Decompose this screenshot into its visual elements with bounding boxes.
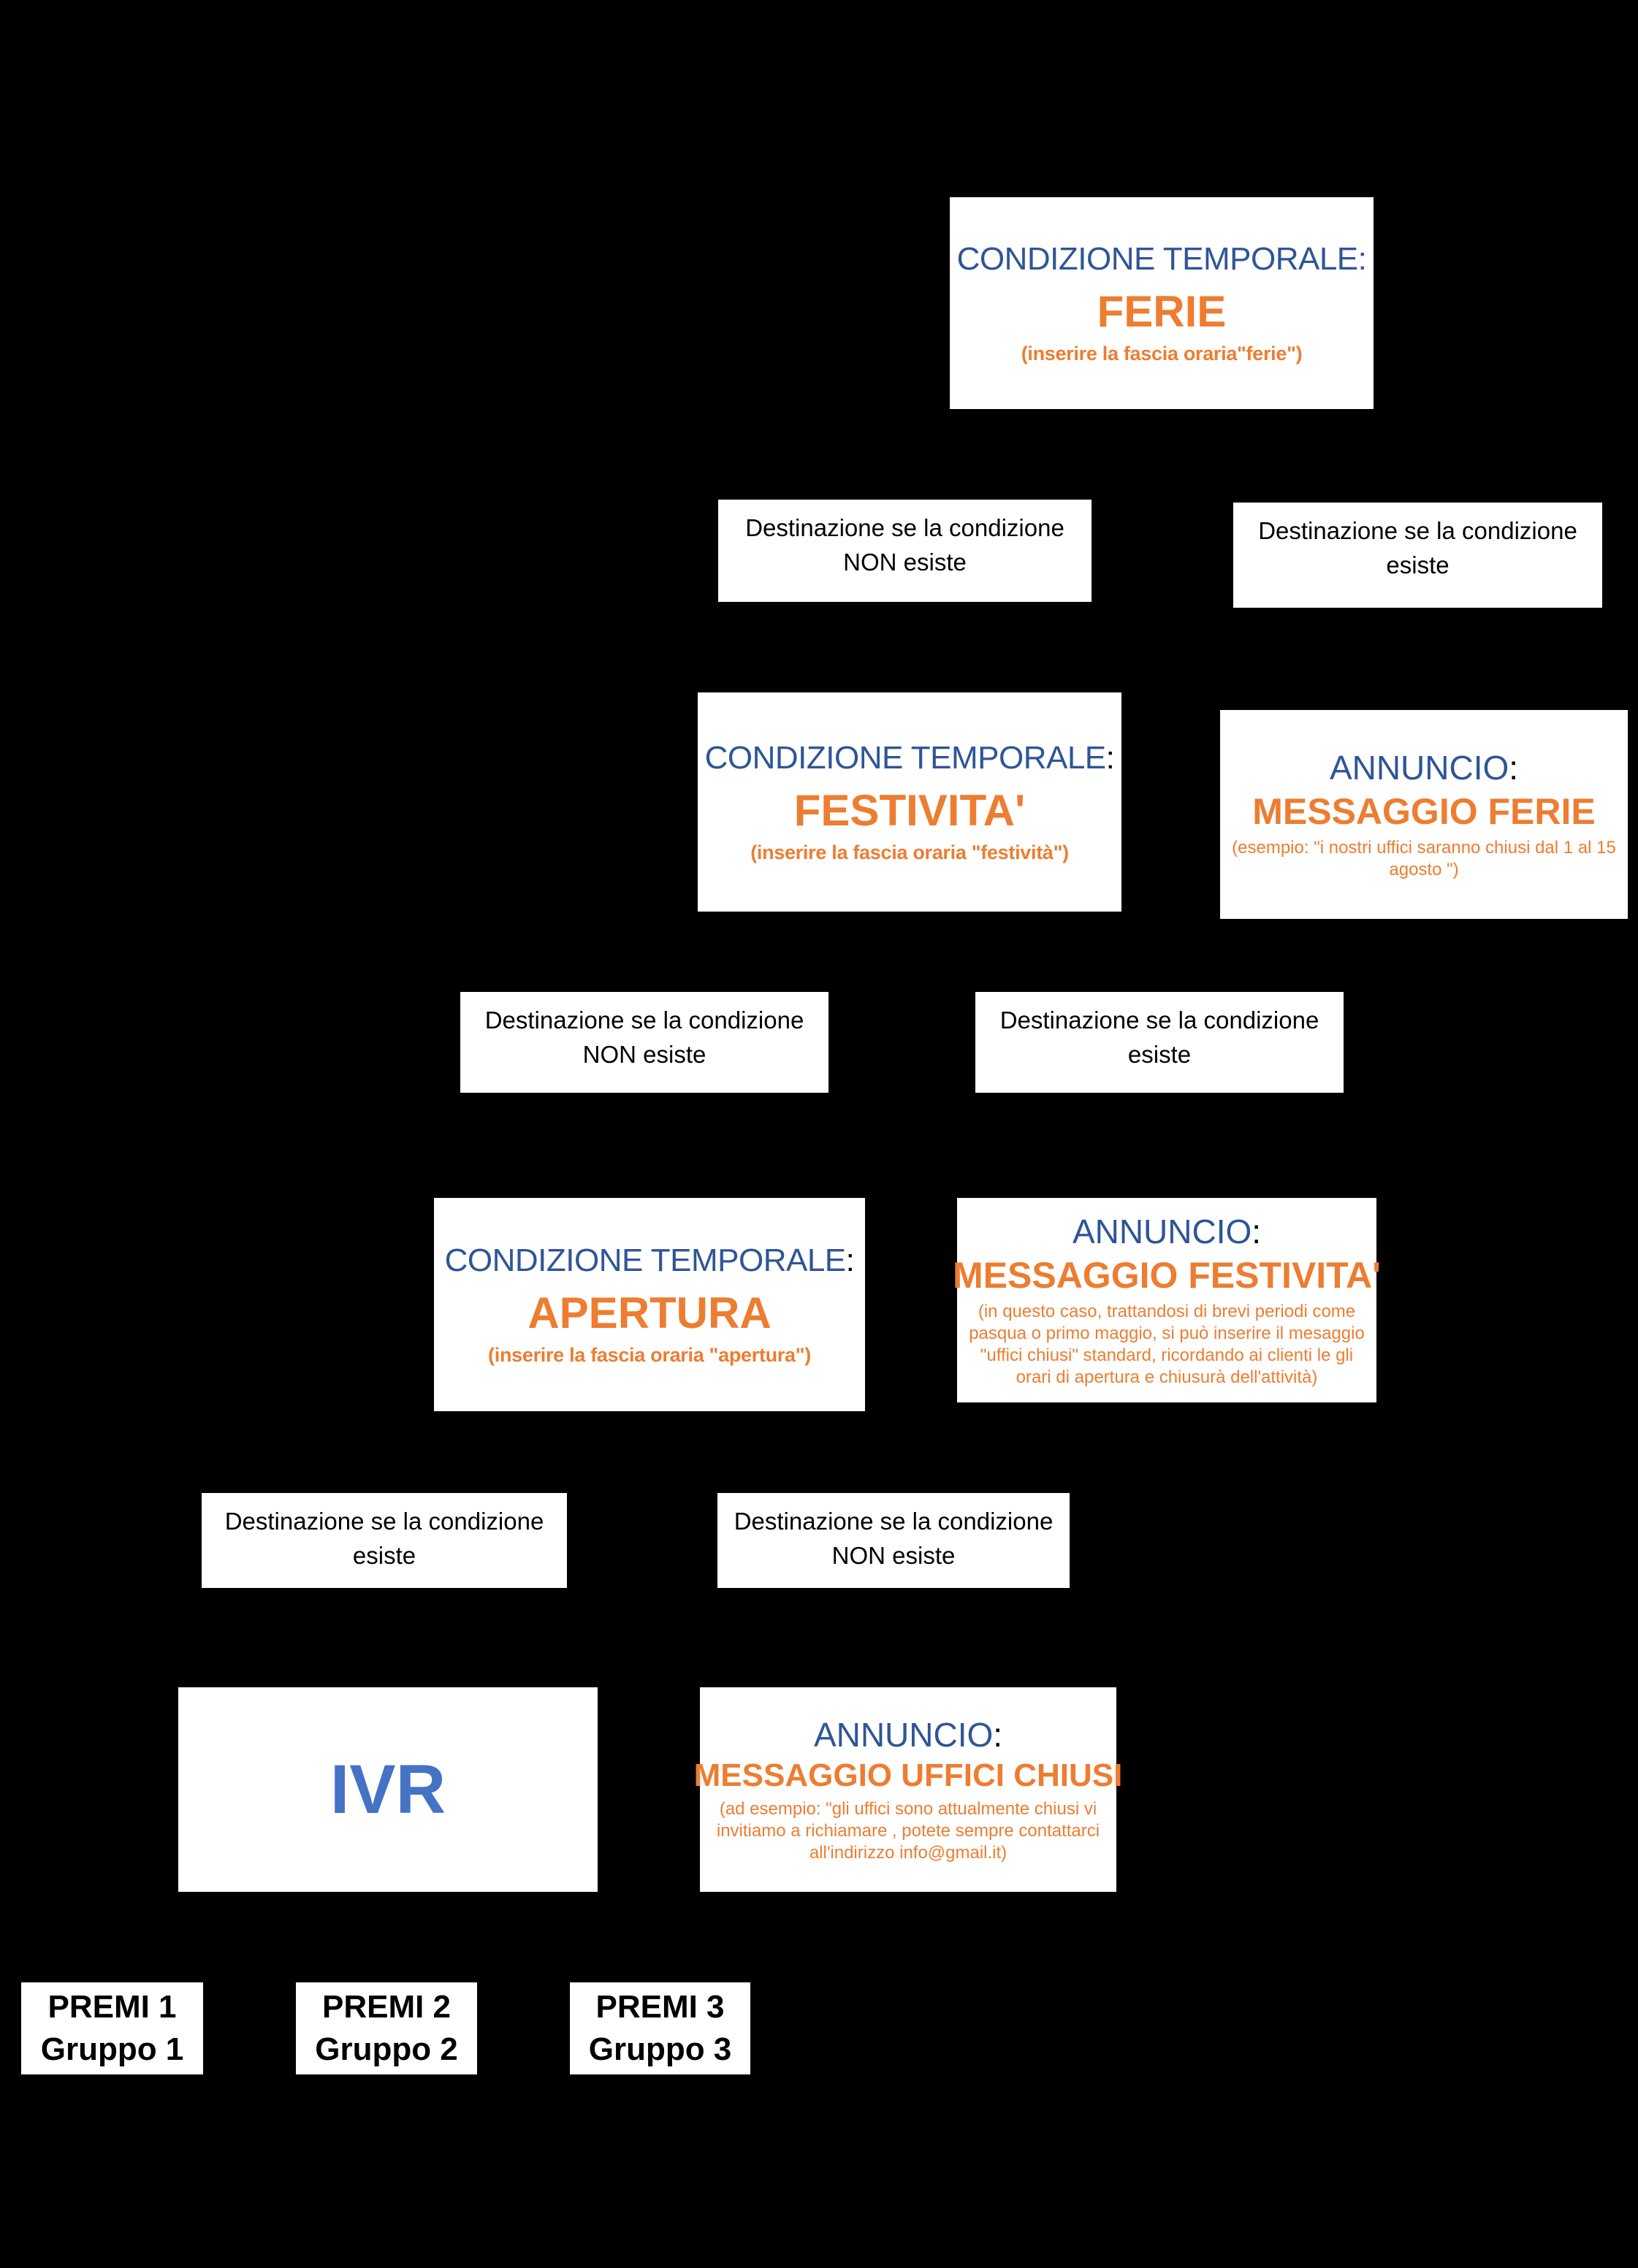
destination-festivita-not-exists-box: Destinazione se la condizione NON esiste: [460, 992, 828, 1093]
announcement-uffici-chiusi-box: ANNUNCIO: MESSAGGIO UFFICI CHIUSI (ad es…: [694, 1687, 1122, 1892]
destination-apertura-not-exists-box: Destinazione se la condizione NON esiste: [717, 1493, 1070, 1588]
destination-apertura-exists-box: Destinazione se la condizione esiste: [202, 1493, 567, 1588]
premi-label: PREMI 1: [47, 1988, 177, 2025]
announcement-label: ANNUNCIO:: [814, 1715, 1002, 1755]
destination-festivita-exists-box: Destinazione se la condizione esiste: [975, 992, 1344, 1093]
destination-text-line1: Destinazione se la condizione: [999, 1007, 1319, 1034]
announcement-label-text: ANNUNCIO: [1072, 1213, 1252, 1251]
destination-text-line1: Destinazione se la condizione: [484, 1007, 804, 1034]
premi-group-3-box: PREMI 3 Gruppo 3: [570, 1982, 750, 2074]
condition-label: CONDIZIONE TEMPORALE:: [957, 241, 1367, 278]
condition-label-text: CONDIZIONE TEMPORALE: [704, 740, 1107, 776]
premi-label: PREMI 2: [321, 1988, 452, 2025]
premi-group-label: Gruppo 2: [315, 2031, 458, 2067]
announcement-title: MESSAGGIO FERIE: [1252, 791, 1596, 832]
announcement-label-colon: :: [993, 1716, 1003, 1754]
announcement-label-colon: :: [1252, 1213, 1262, 1251]
condition-label-colon: :: [1105, 740, 1115, 776]
announcement-note: (in questo caso, trattandosi di brevi pe…: [969, 1302, 1365, 1387]
condition-note: (inserire la fascia oraria "apertura"): [488, 1344, 811, 1366]
destination-text-line1: Destinazione se la condizione: [224, 1508, 544, 1535]
condition-festivita-box: CONDIZIONE TEMPORALE: FESTIVITA' (inseri…: [698, 692, 1121, 912]
premi-group-label: Gruppo 3: [588, 2031, 732, 2067]
premi-label: PREMI 3: [595, 1988, 725, 2025]
premi-group-1-box: PREMI 1 Gruppo 1: [21, 1982, 203, 2074]
announcement-note: (ad esempio: "gli uffici sono attualment…: [716, 1799, 1100, 1863]
condition-apertura-box: CONDIZIONE TEMPORALE: APERTURA (inserire…: [434, 1198, 865, 1411]
condition-label-colon: :: [845, 1242, 855, 1278]
destination-text-line1: Destinazione se la condizione: [734, 1508, 1054, 1535]
announcement-ferie-box: ANNUNCIO: MESSAGGIO FERIE (esempio: "i n…: [1220, 710, 1628, 919]
premi-group-2-box: PREMI 2 Gruppo 2: [296, 1982, 477, 2074]
destination-text-line2: esiste: [352, 1541, 416, 1569]
announcement-title: MESSAGGIO UFFICI CHIUSI: [693, 1757, 1123, 1793]
destination-text-line1: Destinazione se la condizione: [745, 514, 1064, 541]
condition-label: CONDIZIONE TEMPORALE:: [705, 740, 1115, 776]
destination-ferie-exists-box: Destinazione se la condizione esiste: [1233, 503, 1602, 608]
condition-label-text: CONDIZIONE TEMPORALE:: [956, 241, 1367, 277]
condition-note: (inserire la fascia oraria"ferie"): [1021, 343, 1303, 364]
condition-label: CONDIZIONE TEMPORALE:: [445, 1242, 855, 1279]
destination-text-line1: Destinazione se la condizione: [1258, 517, 1577, 544]
ivr-box: IVR: [178, 1687, 598, 1892]
destination-text-line2: NON esiste: [843, 548, 967, 576]
condition-label-text: CONDIZIONE TEMPORALE: [444, 1242, 847, 1278]
condition-title: FERIE: [1097, 287, 1227, 336]
condition-ferie-box: CONDIZIONE TEMPORALE: FERIE (inserire la…: [950, 197, 1374, 409]
announcement-label-colon: :: [1509, 749, 1519, 787]
condition-title: APERTURA: [527, 1288, 772, 1337]
condition-note: (inserire la fascia oraria "festività"): [750, 841, 1069, 863]
destination-text-line2: NON esiste: [582, 1040, 706, 1068]
announcement-label-text: ANNUNCIO: [813, 1716, 994, 1754]
announcement-note: (esempio: "i nostri uffici saranno chius…: [1232, 838, 1616, 879]
destination-text-line2: NON esiste: [831, 1541, 956, 1569]
condition-title: FESTIVITA': [793, 786, 1026, 835]
announcement-festivita-box: ANNUNCIO: MESSAGGIO FESTIVITA' (in quest…: [953, 1198, 1381, 1402]
announcement-label: ANNUNCIO:: [1330, 748, 1518, 787]
destination-text-line2: esiste: [1127, 1040, 1192, 1068]
destination-ferie-not-exists-box: Destinazione se la condizione NON esiste: [718, 500, 1092, 602]
premi-group-label: Gruppo 1: [40, 2031, 184, 2067]
ivr-title: IVR: [329, 1750, 446, 1828]
destination-text-line2: esiste: [1386, 551, 1450, 579]
announcement-title: MESSAGGIO FESTIVITA': [953, 1255, 1382, 1296]
announcement-label-text: ANNUNCIO: [1329, 749, 1509, 787]
announcement-label: ANNUNCIO:: [1073, 1212, 1261, 1251]
